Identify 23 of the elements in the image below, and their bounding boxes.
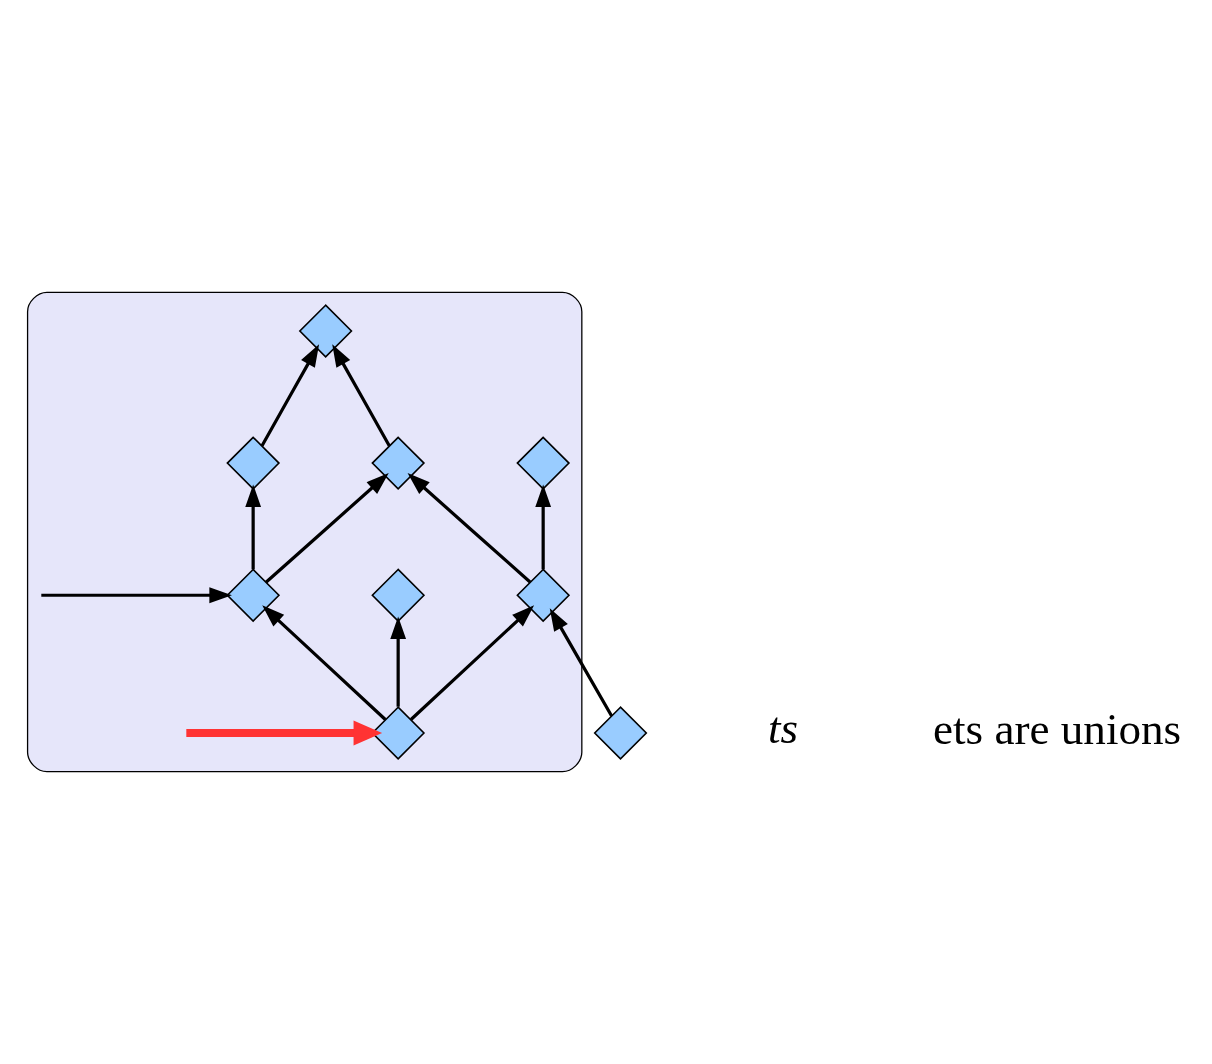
label: ets are unions (933, 704, 1182, 755)
cluster (26, 291, 583, 773)
node-diamond (371, 568, 426, 623)
arrow (186, 720, 383, 746)
node-diamond (516, 436, 571, 491)
arrow (332, 344, 391, 447)
arrow (245, 484, 262, 570)
node-diamond (371, 436, 426, 491)
node-diamond (226, 568, 281, 623)
node-diamond (593, 706, 648, 760)
node-diamond (226, 436, 281, 491)
arrow (407, 473, 532, 584)
arrow (549, 608, 613, 717)
arrow (262, 605, 387, 721)
arrow (535, 484, 552, 570)
arrow (41, 587, 232, 604)
arrow (264, 473, 389, 584)
arrow (390, 616, 407, 707)
node-diamond (298, 304, 353, 358)
arrow (409, 605, 535, 721)
node-diamond (516, 568, 571, 623)
label: ts (767, 702, 799, 753)
arrow (260, 344, 320, 447)
